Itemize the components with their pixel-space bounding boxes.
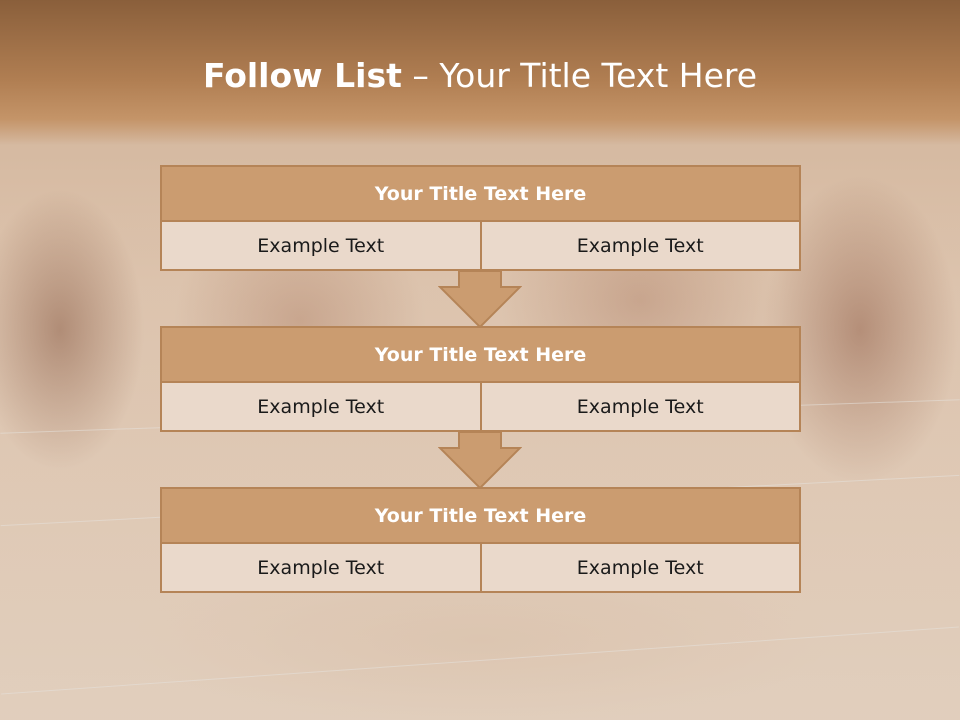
list-block-3: Your Title Text Here Example Text Exampl… — [160, 487, 801, 593]
block-cell-left: Example Text — [160, 544, 482, 593]
block-cell-right: Example Text — [481, 544, 801, 593]
block-header: Your Title Text Here — [160, 487, 801, 544]
list-block-2: Your Title Text Here Example Text Exampl… — [160, 326, 801, 432]
slide-title-rest: – Your Title Text Here — [401, 56, 758, 95]
block-cell-right: Example Text — [481, 222, 801, 271]
block-header: Your Title Text Here — [160, 326, 801, 383]
block-header: Your Title Text Here — [160, 165, 801, 222]
slide-title: Follow List – Your Title Text Here — [0, 52, 960, 100]
block-cell-left: Example Text — [160, 383, 482, 432]
block-cell-left: Example Text — [160, 222, 482, 271]
title-band — [0, 0, 960, 145]
slide-title-bold: Follow List — [202, 56, 402, 95]
block-row: Example Text Example Text — [160, 383, 801, 432]
block-row: Example Text Example Text — [160, 222, 801, 271]
down-arrow-icon — [438, 432, 522, 490]
block-cell-right: Example Text — [481, 383, 801, 432]
block-row: Example Text Example Text — [160, 544, 801, 593]
list-block-1: Your Title Text Here Example Text Exampl… — [160, 165, 801, 271]
down-arrow-icon — [438, 271, 522, 329]
